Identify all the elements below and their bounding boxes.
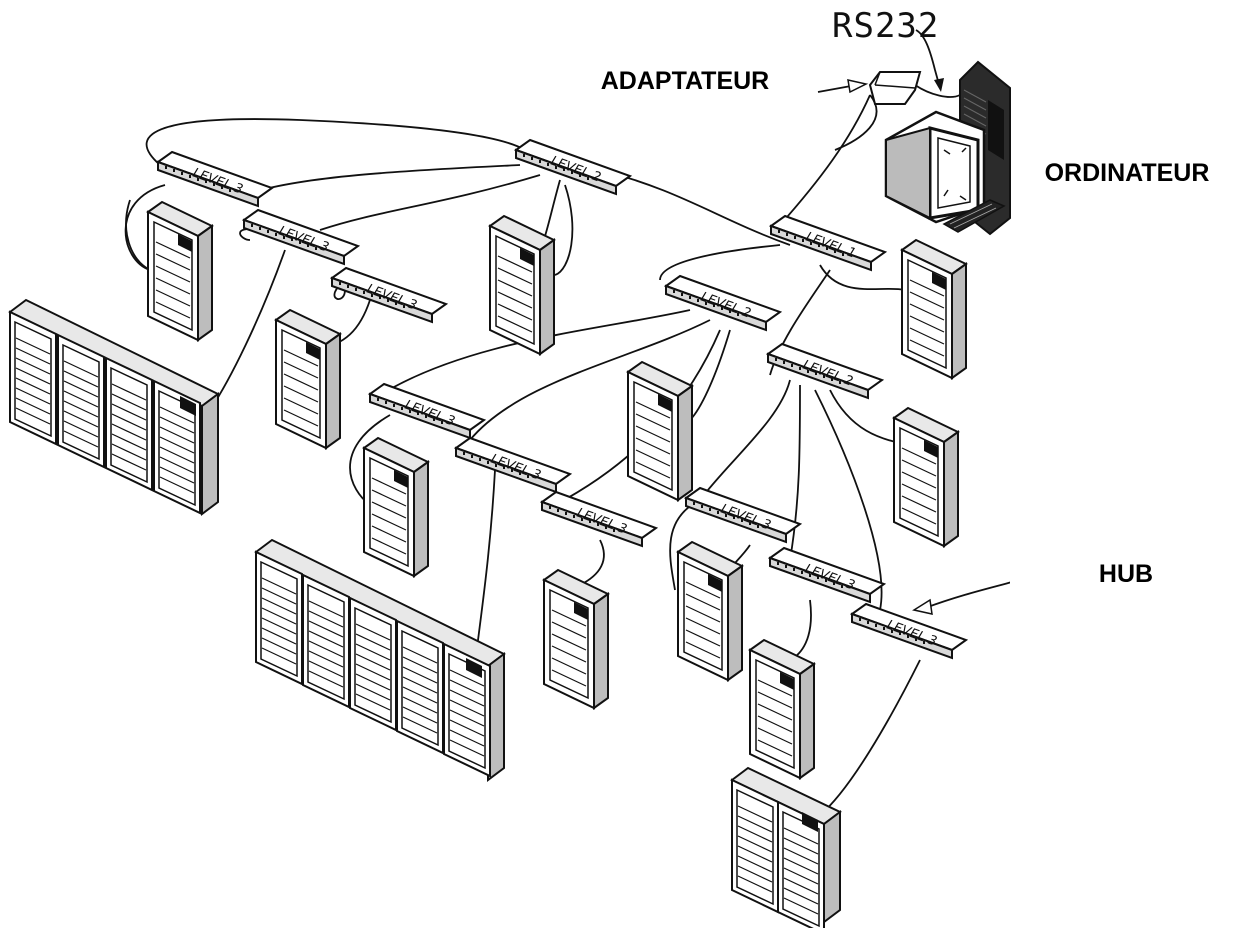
hub-level3-a: LEVEL 3 bbox=[157, 151, 273, 207]
hub-level3-f: LEVEL 3 bbox=[541, 491, 657, 547]
hub-level3-b: LEVEL 3 bbox=[243, 209, 359, 265]
hub-level2-mid: LEVEL 2 bbox=[665, 275, 781, 331]
rack-bank-middle bbox=[254, 538, 506, 782]
rs232-leader bbox=[915, 29, 941, 89]
hub-level2-top: LEVEL 2 bbox=[515, 139, 631, 195]
hub-pointer bbox=[924, 581, 1013, 609]
rack-cabinet bbox=[893, 407, 959, 547]
adapter-device bbox=[817, 71, 922, 105]
rack-cabinet bbox=[749, 639, 815, 779]
adapter-label: ADAPTATEUR bbox=[555, 50, 815, 112]
rack-cabinet bbox=[147, 201, 213, 341]
computer-label: ORDINATEUR bbox=[1012, 140, 1242, 206]
hub-level3-h: LEVEL 3 bbox=[769, 547, 885, 603]
cable bbox=[469, 319, 711, 441]
cable bbox=[319, 174, 541, 231]
hub-label-callout: HUB bbox=[1010, 524, 1242, 624]
cable bbox=[789, 599, 812, 661]
cable bbox=[789, 384, 801, 561]
rack-cabinet bbox=[363, 437, 429, 577]
rack-cabinet bbox=[677, 541, 743, 681]
cable bbox=[244, 164, 521, 196]
cable bbox=[474, 469, 496, 666]
cable bbox=[779, 94, 871, 226]
cable bbox=[819, 659, 921, 816]
cable bbox=[145, 118, 526, 166]
rs232-label: RS232 bbox=[832, 6, 940, 46]
cable bbox=[689, 329, 731, 421]
cable bbox=[554, 184, 574, 276]
rack-bank-bottom bbox=[730, 766, 842, 928]
rack-cabinet bbox=[275, 309, 341, 449]
cable bbox=[599, 169, 791, 246]
rack-bank-left bbox=[8, 298, 220, 516]
rack-cabinet bbox=[901, 239, 967, 379]
rack-cabinet bbox=[489, 215, 555, 355]
hub-level3-c: LEVEL 3 bbox=[331, 267, 447, 323]
rack-cabinet bbox=[627, 361, 693, 501]
cable bbox=[579, 539, 605, 586]
hub-level3-i: LEVEL 3 bbox=[851, 603, 967, 659]
cable bbox=[659, 244, 781, 281]
cables bbox=[124, 84, 961, 816]
hub-level3-e: LEVEL 3 bbox=[455, 437, 571, 493]
hub-level2-right: LEVEL 2 bbox=[767, 343, 883, 399]
cable bbox=[209, 249, 286, 411]
hub-level3-g: LEVEL 3 bbox=[685, 487, 801, 543]
cable bbox=[699, 379, 791, 501]
rack-cabinet bbox=[543, 569, 609, 709]
hub-level3-d: LEVEL 3 bbox=[369, 383, 485, 439]
cable bbox=[914, 84, 961, 98]
cable bbox=[125, 199, 151, 271]
cable bbox=[814, 389, 883, 611]
cable bbox=[819, 264, 906, 291]
computer-device bbox=[884, 60, 1011, 236]
hub-level1: LEVEL 1 bbox=[770, 215, 886, 271]
